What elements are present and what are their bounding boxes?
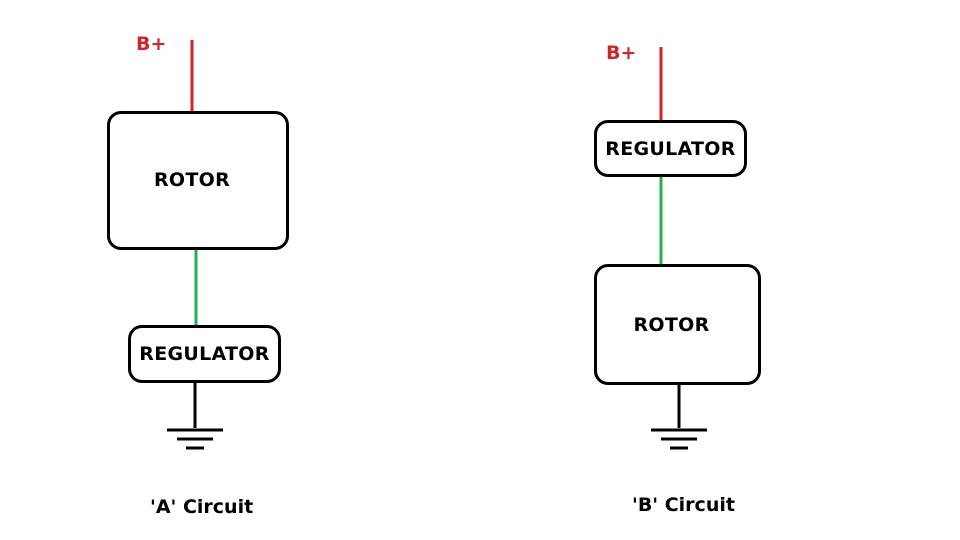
circuit-b-supply-label: B+ xyxy=(606,42,637,64)
circuit-a-rotor-label: ROTOR xyxy=(153,168,231,191)
circuit-b-ground-symbol xyxy=(651,384,707,450)
circuit-b-regulator-label: REGULATOR xyxy=(605,137,736,160)
circuit-b-rotor-block: ROTOR xyxy=(594,264,761,385)
circuit-a-caption: 'A' Circuit xyxy=(150,496,254,518)
circuit-b-caption: 'B' Circuit xyxy=(632,494,735,516)
circuit-a-rotor-block: ROTOR xyxy=(107,111,289,250)
circuit-a-ground-symbol xyxy=(167,382,223,450)
circuit-a-regulator-block: REGULATOR xyxy=(128,325,281,383)
circuit-b-regulator-block: REGULATOR xyxy=(594,120,747,177)
circuit-a-regulator-label: REGULATOR xyxy=(139,343,270,365)
circuit-a-supply-label: B+ xyxy=(136,33,167,55)
circuit-b-rotor-label: ROTOR xyxy=(633,313,710,336)
